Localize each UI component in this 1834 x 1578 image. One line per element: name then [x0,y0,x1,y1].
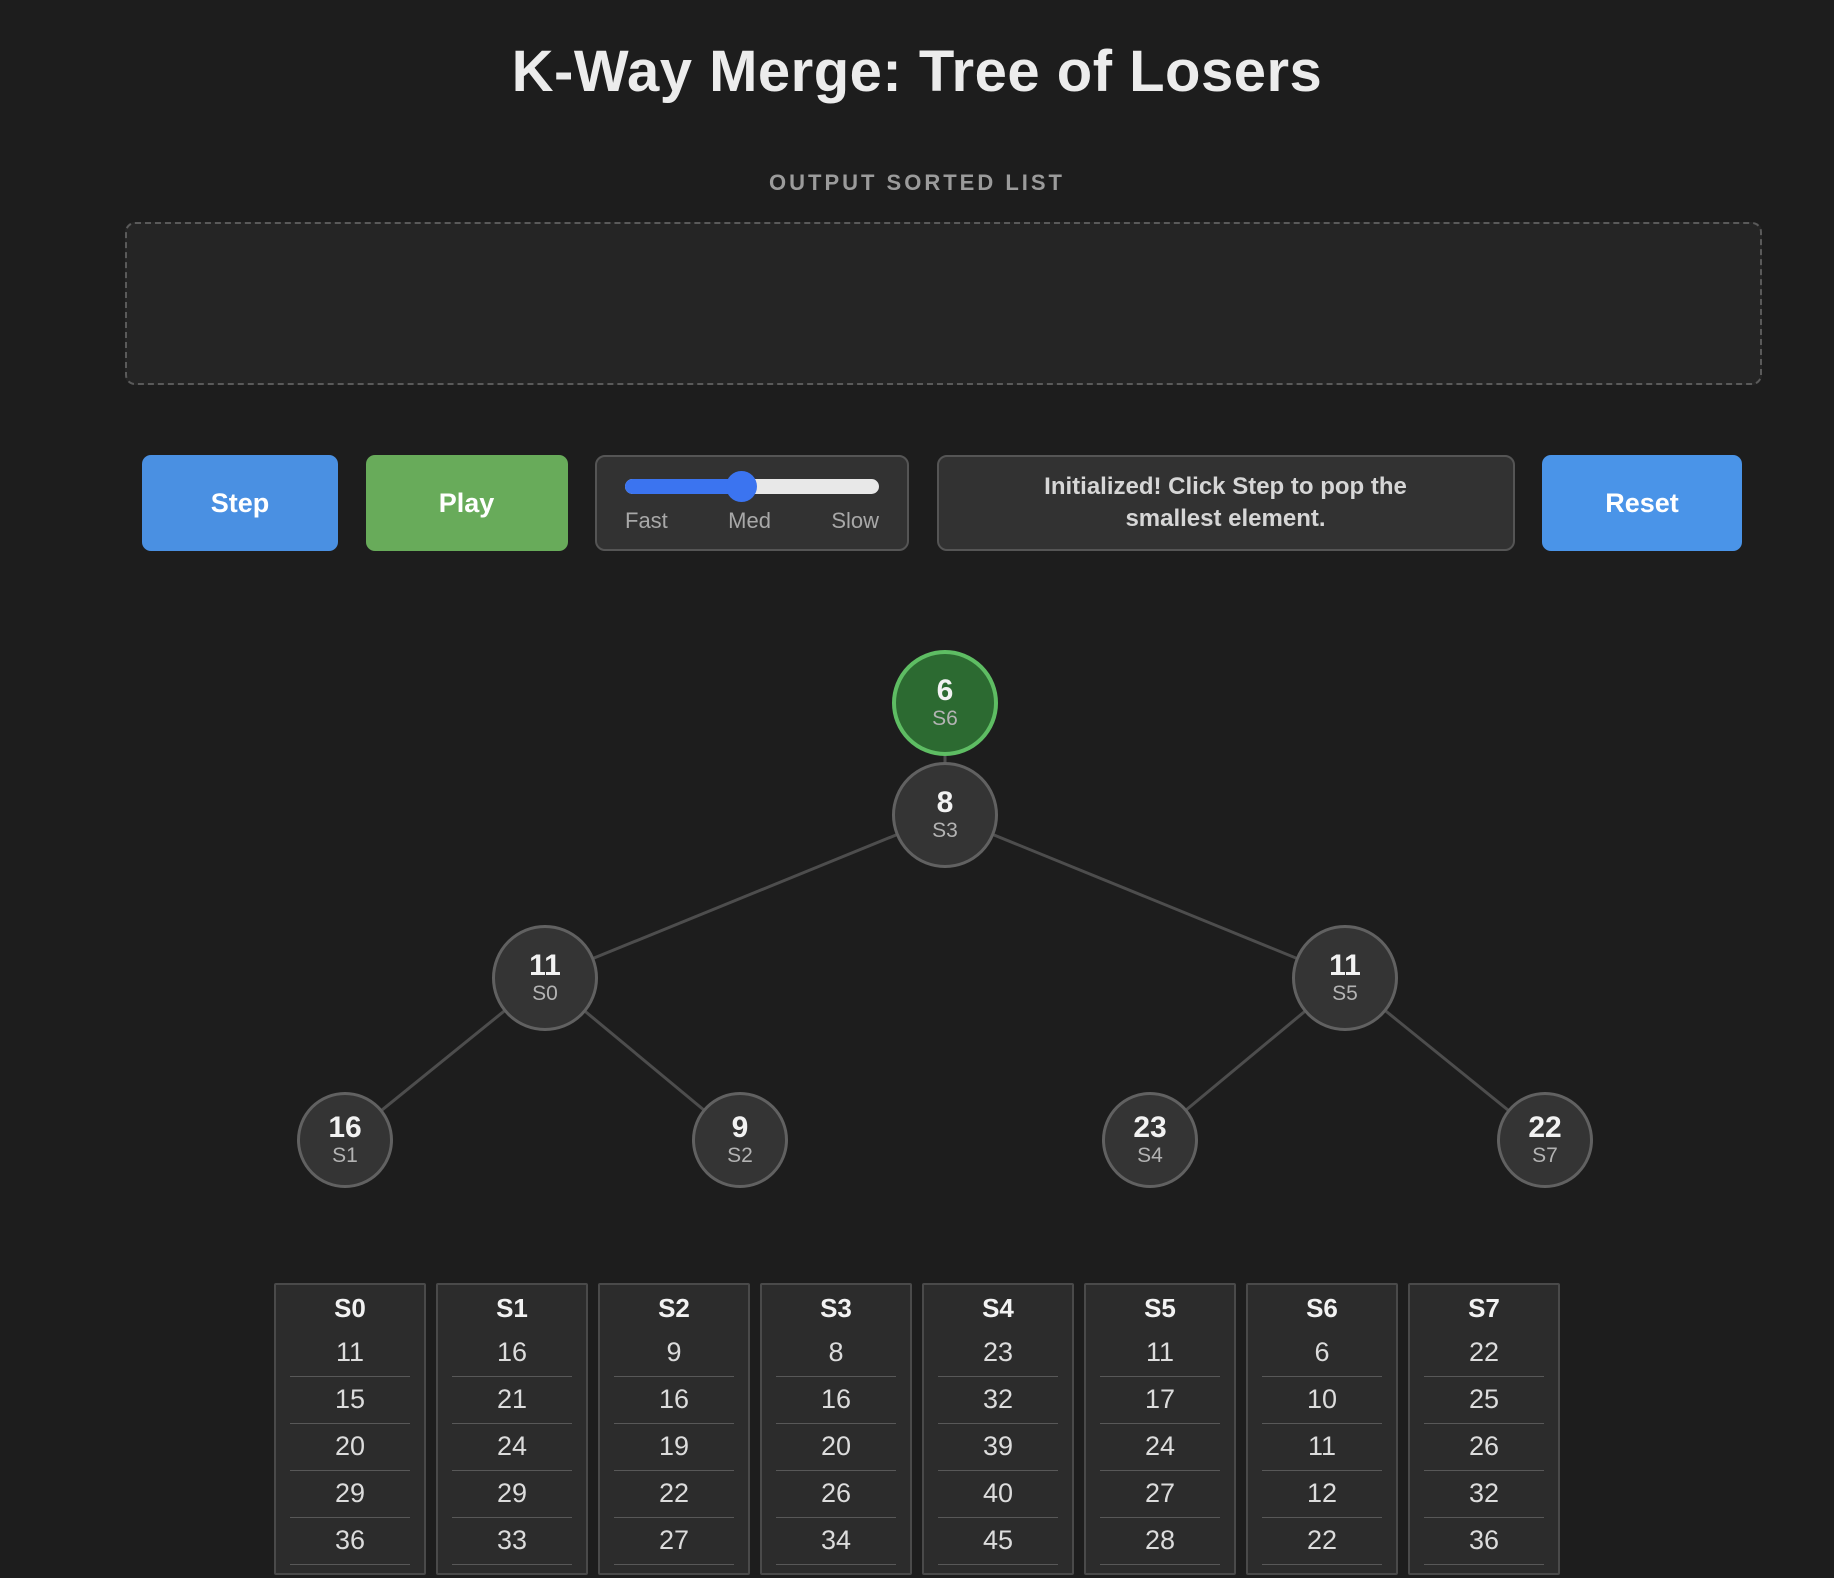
tree-node-left: 11 S0 [492,925,598,1031]
list-header: S7 [1468,1293,1500,1323]
list-header: S5 [1144,1293,1176,1323]
source-list-s5: S5 11 17 24 27 28 [1084,1283,1236,1575]
list-header: S2 [658,1293,690,1323]
node-source: S2 [727,1144,753,1168]
list-value: 26 [1424,1424,1544,1471]
list-value: 29 [452,1471,572,1518]
speed-slider-fill [625,479,742,494]
list-value: 22 [1424,1330,1544,1377]
list-header: S4 [982,1293,1014,1323]
node-source: S4 [1137,1144,1163,1168]
node-source: S5 [1332,982,1358,1006]
node-value: 6 [936,673,954,707]
speed-label-med: Med [728,508,771,533]
list-value: 28 [1100,1518,1220,1565]
list-value: 32 [938,1377,1058,1424]
source-list-s0: S0 11 15 20 29 36 [274,1283,426,1575]
loser-tree-visualization: 6 S6 8 S3 11 S0 11 S5 16 S1 9 S2 23 S4 2… [0,560,1834,1260]
list-value: 27 [614,1518,734,1565]
speed-slider-labels: Fast Med Slow [625,508,879,534]
list-header: S3 [820,1293,852,1323]
list-value: 20 [290,1424,410,1471]
list-value: 23 [938,1330,1058,1377]
node-value: 11 [529,948,561,982]
list-value: 11 [1100,1330,1220,1377]
output-sorted-list-box [125,222,1762,385]
page-title: K-Way Merge: Tree of Losers [511,39,1323,104]
list-value: 26 [776,1471,896,1518]
list-value: 11 [1262,1424,1382,1471]
source-lists: S0 11 15 20 29 36 S1 16 21 24 29 33 S2 9… [0,1283,1834,1575]
list-header: S1 [496,1293,528,1323]
list-value: 45 [938,1518,1058,1565]
list-value: 40 [938,1471,1058,1518]
tree-node-right: 11 S5 [1292,925,1398,1031]
list-value: 32 [1424,1471,1544,1518]
list-value: 34 [776,1518,896,1565]
list-header: S6 [1306,1293,1338,1323]
speed-label-fast: Fast [625,508,668,533]
list-value: 24 [452,1424,572,1471]
speed-slider[interactable] [625,470,879,502]
list-header: S0 [334,1293,366,1323]
speed-slider-thumb[interactable] [725,470,757,502]
list-value: 19 [614,1424,734,1471]
source-list-s1: S1 16 21 24 29 33 [436,1283,588,1575]
list-value: 33 [452,1518,572,1565]
list-value: 39 [938,1424,1058,1471]
tree-node-winner: 6 S6 [892,650,998,756]
tree-leaf-s1: 16 S1 [297,1092,393,1188]
source-list-s3: S3 8 16 20 26 34 [760,1283,912,1575]
list-value: 22 [614,1471,734,1518]
node-source: S7 [1532,1144,1558,1168]
tree-leaf-s4: 23 S4 [1102,1092,1198,1188]
list-value: 36 [1424,1518,1544,1565]
list-value: 27 [1100,1471,1220,1518]
node-value: 8 [936,785,954,819]
source-list-s2: S2 9 16 19 22 27 [598,1283,750,1575]
output-sorted-list-heading: OUTPUT SORTED LIST [769,170,1065,195]
list-value: 6 [1262,1330,1382,1377]
list-value: 12 [1262,1471,1382,1518]
source-list-s7: S7 22 25 26 32 36 [1408,1283,1560,1575]
list-value: 11 [290,1330,410,1377]
controls-bar: Step Play Fast Med Slow Initialized! Cli… [142,455,1742,551]
tree-leaf-s7: 22 S7 [1497,1092,1593,1188]
list-value: 25 [1424,1377,1544,1424]
list-value: 15 [290,1377,410,1424]
source-list-s6: S6 6 10 11 12 22 [1246,1283,1398,1575]
list-value: 22 [1262,1518,1382,1565]
status-message: Initialized! Click Step to pop the small… [1044,472,1407,532]
status-panel: Initialized! Click Step to pop the small… [936,455,1515,551]
node-value: 9 [731,1110,749,1144]
node-value: 11 [1329,948,1361,982]
tree-leaf-s2: 9 S2 [692,1092,788,1188]
node-value: 16 [328,1110,362,1144]
list-value: 8 [776,1330,896,1377]
speed-slider-panel: Fast Med Slow [595,455,909,551]
node-value: 22 [1528,1110,1562,1144]
list-value: 36 [290,1518,410,1565]
node-source: S3 [932,819,958,843]
reset-button[interactable]: Reset [1542,455,1742,551]
step-button[interactable]: Step [142,455,338,551]
list-value: 29 [290,1471,410,1518]
node-source: S1 [332,1144,358,1168]
list-value: 17 [1100,1377,1220,1424]
list-value: 20 [776,1424,896,1471]
list-value: 16 [776,1377,896,1424]
list-value: 21 [452,1377,572,1424]
list-value: 24 [1100,1424,1220,1471]
node-source: S6 [932,707,958,731]
speed-label-slow: Slow [831,508,879,533]
node-source: S0 [532,982,558,1006]
source-list-s4: S4 23 32 39 40 45 [922,1283,1074,1575]
tree-node-root-loser: 8 S3 [892,762,998,868]
list-value: 16 [452,1330,572,1377]
node-value: 23 [1133,1110,1167,1144]
play-button[interactable]: Play [365,455,568,551]
list-value: 16 [614,1377,734,1424]
list-value: 9 [614,1330,734,1377]
list-value: 10 [1262,1377,1382,1424]
